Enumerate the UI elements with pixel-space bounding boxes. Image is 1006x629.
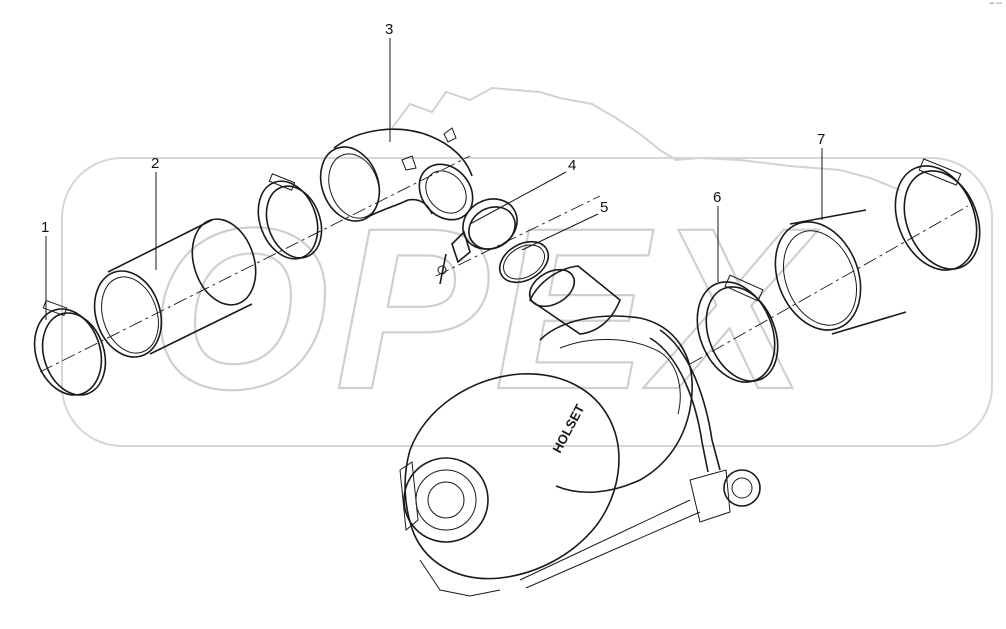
corner-mark: ᵉᴬ ᵒᵒᵒ — [989, 2, 1002, 8]
part-3-elbow — [319, 127, 474, 222]
clamp-upper — [257, 173, 323, 260]
part-4-v-band-clamp — [437, 198, 518, 285]
callout-3: 3 — [385, 21, 393, 38]
part-2-hose-sleeve — [93, 218, 257, 358]
watermark-frame — [61, 157, 993, 447]
part-5-o-ring — [498, 240, 550, 284]
callouts: 1 2 3 4 5 6 7 — [41, 21, 825, 320]
callout-6: 6 — [713, 189, 721, 206]
callout-2: 2 — [151, 155, 159, 172]
part-1-hose-clamp — [33, 299, 107, 396]
clamp-far-right — [894, 158, 981, 271]
part-6-hose-clamp — [696, 274, 779, 383]
part-7-hose-sleeve — [774, 209, 907, 335]
callout-5: 5 — [600, 199, 608, 216]
assembly-axes — [39, 155, 969, 373]
callout-4: 4 — [568, 157, 576, 174]
callout-1: 1 — [41, 219, 49, 236]
callout-7: 7 — [817, 131, 825, 148]
watermark-gear-icon — [391, 86, 901, 191]
